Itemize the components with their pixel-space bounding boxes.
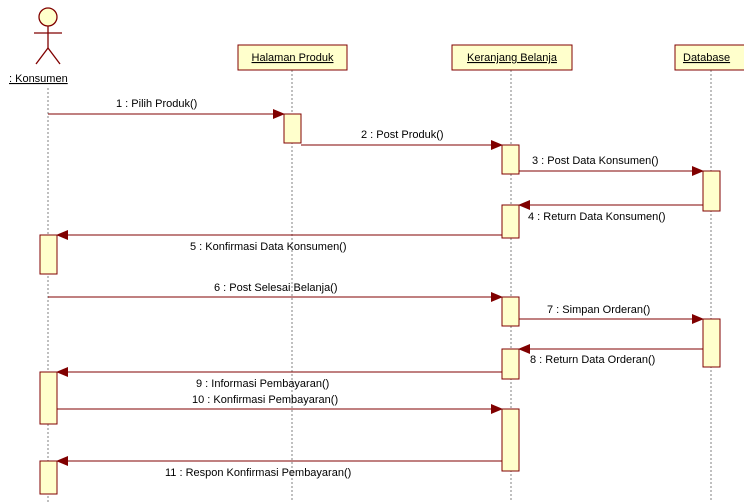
message-4-label: 4 : Return Data Konsumen() — [528, 211, 666, 223]
message-9-label: 9 : Informasi Pembayaran() — [196, 378, 329, 390]
message-5-label: 5 : Konfirmasi Data Konsumen() — [190, 241, 347, 253]
activation-halaman-produk — [283, 113, 302, 144]
stick-figure-actor-icon — [34, 7, 62, 65]
message-6: 6 : Post Selesai Belanja() — [48, 282, 503, 302]
message-11: 11 : Respon Konfirmasi Pembayaran() — [56, 456, 502, 479]
message-3: 3 : Post Data Konsumen() — [519, 155, 704, 176]
message-2-label: 2 : Post Produk() — [361, 129, 444, 141]
activation-keranjang-belanja-4 — [501, 348, 520, 380]
activation-konsumen-3 — [39, 460, 58, 495]
message-7-label: 7 : Simpan Orderan() — [547, 304, 650, 316]
activation-database-2 — [702, 318, 721, 368]
message-6-label: 6 : Post Selesai Belanja() — [214, 282, 338, 294]
activation-database-1 — [702, 170, 721, 212]
activation-keranjang-belanja-2 — [501, 204, 520, 239]
object-database[interactable]: Database — [674, 44, 744, 71]
message-5: 5 : Konfirmasi Data Konsumen() — [56, 230, 502, 253]
activation-keranjang-belanja-5 — [501, 408, 520, 472]
message-1: 1 : Pilih Produk() — [48, 98, 285, 119]
message-8: 8 : Return Data Orderan() — [518, 344, 703, 366]
message-2: 2 : Post Produk() — [301, 129, 503, 150]
message-7: 7 : Simpan Orderan() — [519, 304, 704, 324]
object-halaman-produk[interactable]: Halaman Produk — [237, 44, 348, 71]
actor-name: : Konsumen — [9, 73, 68, 85]
message-9: 9 : Informasi Pembayaran() — [56, 367, 502, 390]
message-4: 4 : Return Data Konsumen() — [518, 200, 703, 223]
activation-konsumen-1 — [39, 234, 58, 275]
activation-keranjang-belanja-3 — [501, 296, 520, 327]
object-database-label: Database — [683, 52, 730, 64]
activation-keranjang-belanja-1 — [501, 144, 520, 175]
message-8-label: 8 : Return Data Orderan() — [530, 354, 655, 366]
activation-konsumen-2 — [39, 371, 58, 425]
message-1-label: 1 : Pilih Produk() — [116, 98, 197, 110]
message-10-label: 10 : Konfirmasi Pembayaran() — [192, 394, 338, 406]
object-keranjang-belanja-label: Keranjang Belanja — [467, 52, 558, 64]
object-halaman-produk-label: Halaman Produk — [252, 52, 334, 64]
message-3-label: 3 : Post Data Konsumen() — [532, 155, 659, 167]
message-10: 10 : Konfirmasi Pembayaran() — [57, 394, 503, 414]
message-11-label: 11 : Respon Konfirmasi Pembayaran() — [165, 467, 351, 479]
object-keranjang-belanja[interactable]: Keranjang Belanja — [451, 44, 573, 71]
